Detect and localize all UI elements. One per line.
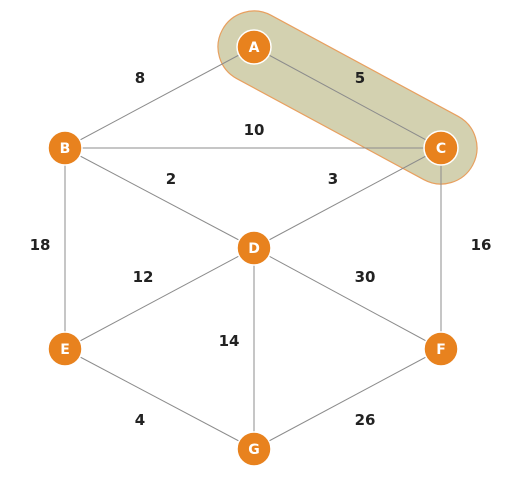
- node-circle: [423, 331, 459, 367]
- edge-A-B: [64, 46, 255, 149]
- edge-B-D: [64, 147, 255, 249]
- edge-D-E: [64, 247, 255, 350]
- edge-weight-B-D: 2: [166, 170, 176, 188]
- edge-weight-E-G: 4: [135, 411, 145, 429]
- node-label: C: [436, 141, 446, 157]
- node-circle: [47, 331, 83, 367]
- edge-weight-C-D: 3: [328, 170, 338, 188]
- node-label: D: [248, 241, 260, 257]
- edge-weight-D-F: 30: [355, 268, 376, 286]
- edge-D-F: [253, 247, 442, 350]
- edge-C-D: [253, 147, 442, 249]
- edge-weight-A-C: 5: [355, 69, 365, 87]
- node-b: B: [47, 130, 83, 166]
- edge-weight-D-G: 14: [219, 332, 240, 350]
- node-label: G: [248, 442, 260, 458]
- node-e: E: [47, 331, 83, 367]
- node-label: F: [436, 342, 446, 358]
- edge-A-C: [253, 46, 442, 149]
- node-layer: A B C D E F G: [47, 29, 459, 467]
- highlight-A-C: [217, 10, 478, 185]
- node-circle: [423, 130, 459, 166]
- weight-layer: 8 5 10 2 3 18 16 12 30 14 4 26: [30, 69, 492, 429]
- highlight-layer: [217, 10, 478, 185]
- node-label: B: [60, 141, 71, 157]
- node-label: E: [60, 342, 70, 358]
- edge-F-G: [253, 348, 442, 450]
- edge-layer: [64, 46, 442, 450]
- node-circle: [236, 29, 272, 65]
- edge-weight-B-E: 18: [30, 236, 51, 254]
- edge-weight-C-F: 16: [471, 236, 492, 254]
- edge-weight-B-C: 10: [244, 121, 265, 139]
- node-label: A: [249, 40, 260, 56]
- edge-weight-D-E: 12: [133, 268, 154, 286]
- node-circle: [236, 431, 272, 467]
- node-c: C: [423, 130, 459, 166]
- node-circle: [236, 230, 272, 266]
- edge-weight-F-G: 26: [355, 411, 376, 429]
- node-a: A: [236, 29, 272, 65]
- node-g: G: [236, 431, 272, 467]
- node-d: D: [236, 230, 272, 266]
- edge-weight-A-B: 8: [135, 69, 145, 87]
- node-circle: [47, 130, 83, 166]
- node-f: F: [423, 331, 459, 367]
- edge-E-G: [64, 348, 255, 450]
